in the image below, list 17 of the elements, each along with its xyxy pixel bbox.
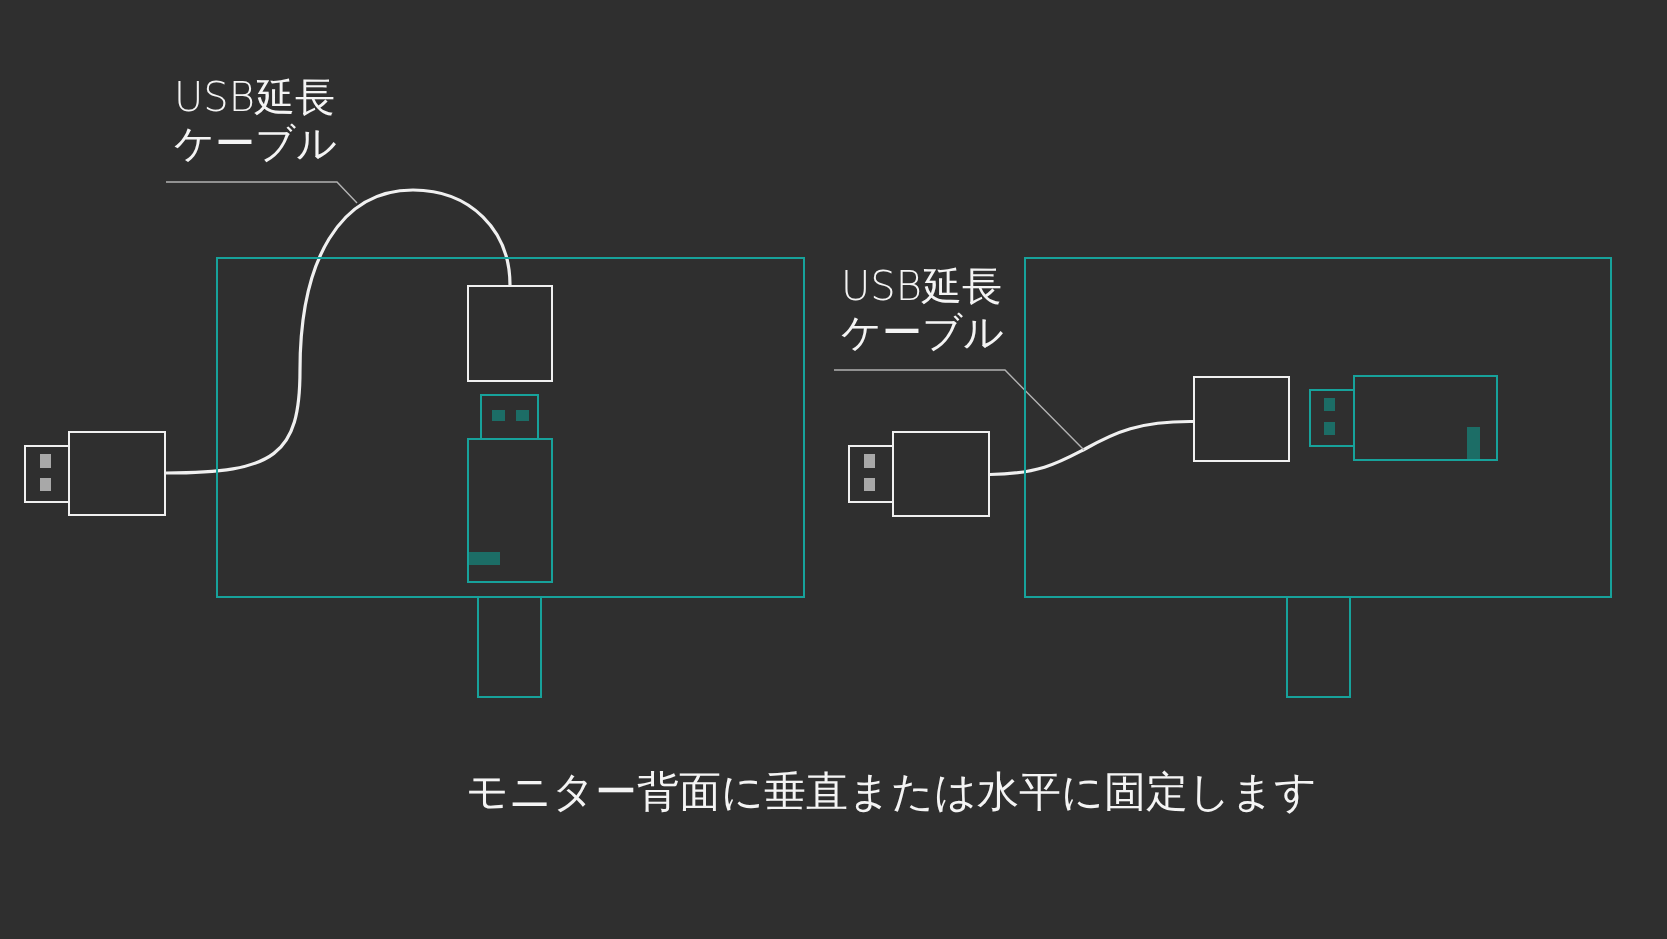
callout-label: USB延長ケーブル — [166, 74, 346, 182]
usb-stick — [467, 394, 553, 583]
leader-line — [165, 181, 358, 204]
monitor-frame — [216, 257, 805, 598]
callout-label: USB延長ケーブル — [834, 263, 1014, 370]
usb-stick — [1309, 375, 1498, 461]
leader-line — [833, 369, 1085, 451]
cable-connector — [467, 285, 553, 382]
cable — [989, 419, 1193, 477]
monitor-frame — [1024, 257, 1612, 598]
cable — [165, 188, 512, 475]
monitor-stand — [477, 596, 542, 698]
monitor-stand — [1286, 596, 1351, 698]
caption: モニター背面に垂直または水平に固定します — [466, 766, 1317, 818]
usb-plug — [24, 431, 166, 516]
cable-connector — [1193, 376, 1290, 462]
usb-plug — [848, 431, 990, 517]
